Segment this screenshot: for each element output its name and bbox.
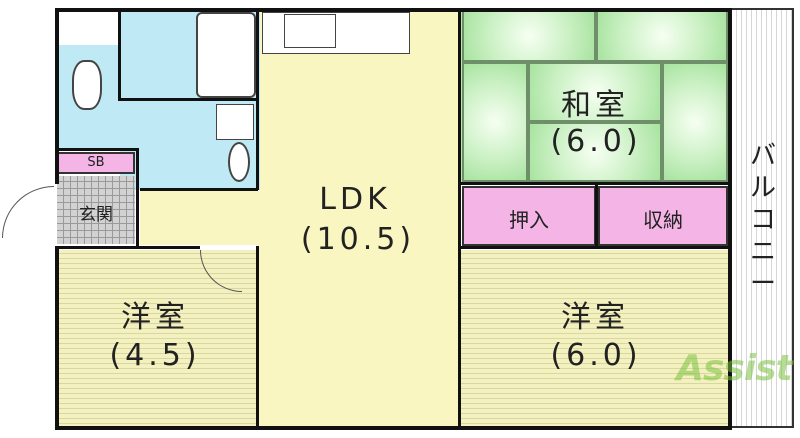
toilet-icon	[72, 60, 102, 110]
kitchen-sink-icon	[284, 14, 336, 48]
wall-right	[728, 8, 732, 430]
wall-toilet-bottom	[55, 148, 139, 151]
wall-wash-left	[136, 150, 139, 248]
ldk-room	[258, 10, 460, 428]
tatami-6	[662, 62, 728, 182]
washbasin-icon	[228, 142, 250, 182]
western-room-left-label: 洋室	[121, 300, 189, 335]
genkan	[57, 176, 135, 244]
storage-closet	[598, 186, 728, 246]
bathtub-icon	[196, 12, 256, 98]
entrance-door-icon	[2, 186, 54, 238]
tatami-3	[462, 62, 528, 182]
tatami-1	[462, 10, 596, 62]
sb-label: SB	[87, 155, 105, 170]
ldk-label: LDK	[319, 182, 391, 217]
western-room-right	[460, 250, 730, 428]
western-room-left-size: (4.5)	[109, 338, 201, 373]
genkan-label: 玄関	[79, 205, 113, 225]
western-room-right-size: (6.0)	[550, 338, 642, 373]
wall-left-room-top	[55, 246, 200, 249]
storage-label: 収納	[643, 208, 683, 232]
tatami-5	[528, 122, 662, 182]
western-room-right-label: 洋室	[561, 300, 629, 335]
japanese-room-label: 和室	[561, 88, 629, 123]
oshiire-closet	[462, 186, 596, 246]
japanese-room-size: (6.0)	[550, 124, 642, 159]
wall-wash-bottom	[140, 188, 258, 191]
tatami-4	[528, 62, 662, 122]
ldk-size: (10.5)	[300, 222, 416, 257]
wall-left-lower	[55, 246, 59, 430]
balcony-label: バルコニー	[749, 141, 776, 299]
oshiire-label: 押入	[509, 208, 549, 232]
wall-left-upper	[55, 8, 59, 184]
wall-bath-divider	[118, 8, 121, 100]
washer-icon	[216, 104, 254, 140]
watermark-logo: Assist	[676, 348, 793, 389]
tatami-2	[596, 10, 728, 62]
wall-ldk-left-lower	[256, 246, 259, 430]
wall-closet-divider	[595, 182, 598, 248]
ldk-extension	[140, 190, 260, 245]
wall-top	[55, 8, 732, 12]
wall-bottom	[55, 426, 732, 430]
wall-bath-bottom	[118, 98, 258, 101]
wall-ldk-right	[458, 8, 461, 430]
